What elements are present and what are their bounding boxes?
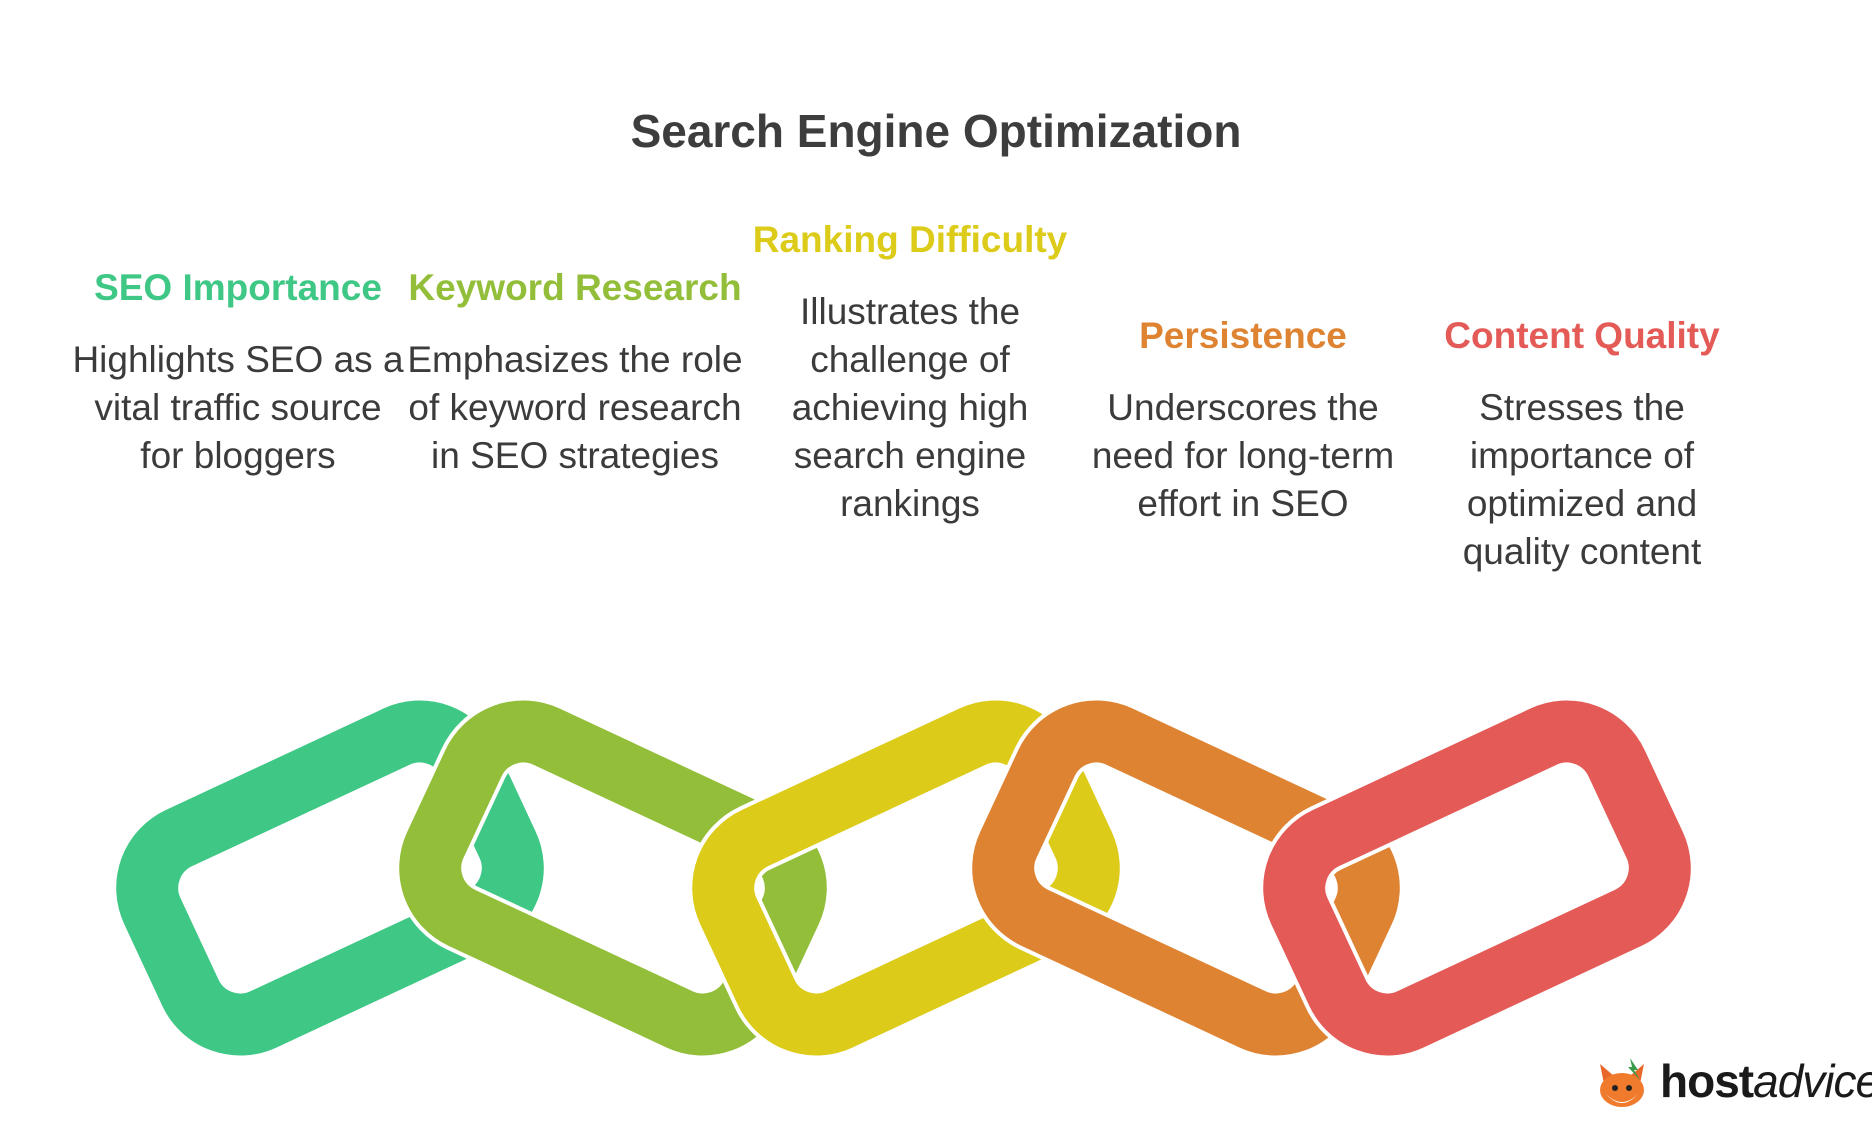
item-keyword-research: Keyword Research Emphasizes the role of … <box>405 264 745 480</box>
item-seo-importance: SEO Importance Highlights SEO as a vital… <box>68 264 408 480</box>
item-persistence: Persistence Underscores the need for lon… <box>1073 312 1413 528</box>
item-description: Underscores the need for long-term effor… <box>1091 387 1395 524</box>
item-description: Stresses the importance of optimized and… <box>1462 387 1702 572</box>
item-ranking-difficulty: Ranking Difficulty Illustrates the chall… <box>740 216 1080 528</box>
item-heading: SEO Importance <box>94 267 382 308</box>
hostadvice-logo: hostadvice. <box>1590 1048 1872 1118</box>
item-description: Emphasizes the role of keyword research … <box>407 339 743 476</box>
item-heading: Content Quality <box>1444 315 1720 356</box>
item-content-quality: Content Quality Stresses the importance … <box>1412 312 1752 576</box>
item-description: Illustrates the challenge of achieving h… <box>791 291 1029 524</box>
chain-link-content-quality <box>1259 696 1695 1060</box>
logo-wordmark: hostadvice. <box>1660 1055 1872 1107</box>
item-description: Highlights SEO as a vital traffic source… <box>72 339 404 476</box>
diagram-title: Search Engine Optimization <box>630 105 1242 157</box>
item-heading: Keyword Research <box>408 267 742 308</box>
item-heading: Ranking Difficulty <box>752 219 1068 260</box>
item-heading: Persistence <box>1139 315 1347 356</box>
fox-mascot-icon <box>1600 1058 1644 1107</box>
